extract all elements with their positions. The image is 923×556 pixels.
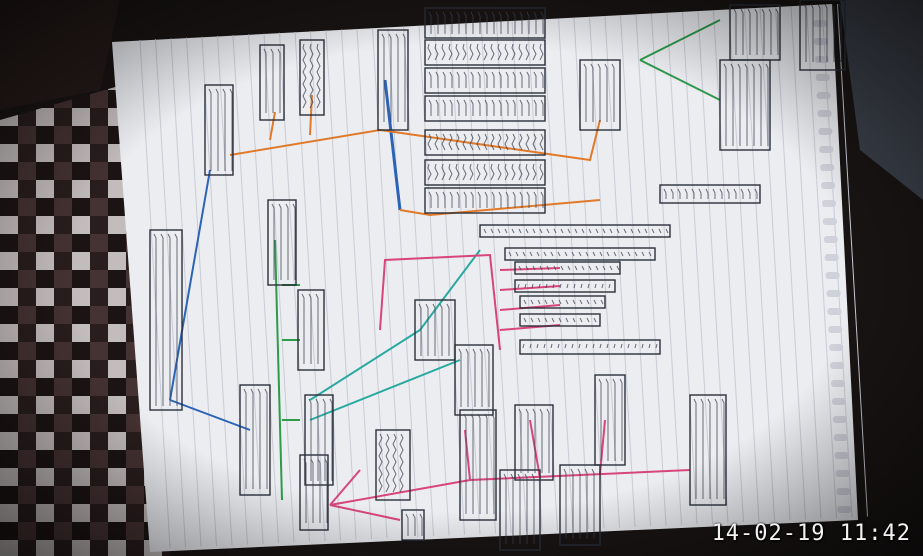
photo-timestamp: 14-02-19 11:42 <box>711 521 911 546</box>
